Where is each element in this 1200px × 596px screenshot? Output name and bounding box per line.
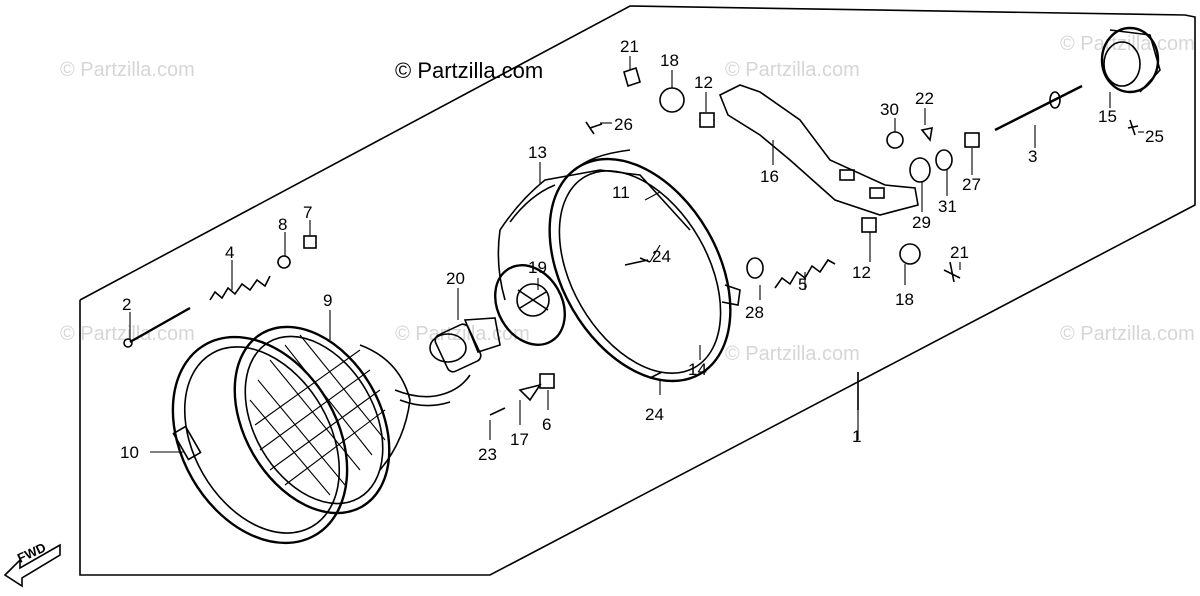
- part-label: 18: [660, 51, 679, 70]
- adjust-spring: [209, 275, 271, 301]
- part-label: 3: [1028, 147, 1037, 166]
- headlight-bracket: [718, 84, 919, 216]
- headlight-case: [497, 169, 691, 301]
- part-label: 22: [915, 89, 934, 108]
- assembly-outline: [79, 5, 1196, 576]
- part-label: 23: [478, 445, 497, 464]
- watermark: © Partzilla.com: [725, 343, 860, 365]
- part-label: 1: [852, 427, 861, 446]
- part-label: 24: [645, 405, 664, 424]
- watermark: © Partzilla.com: [1060, 33, 1195, 55]
- part-label: 10: [120, 443, 139, 462]
- part-label: 16: [760, 167, 779, 186]
- part-label: 11: [612, 183, 630, 202]
- wiring-harness: [399, 399, 451, 407]
- part-label: 12: [694, 73, 713, 92]
- part-label: 31: [938, 197, 957, 216]
- copyright-text: © Partzilla.com: [395, 58, 543, 83]
- nut-7: [303, 235, 317, 249]
- headlight-case-body: [548, 149, 741, 383]
- watermark: © Partzilla.com: [725, 59, 860, 81]
- part-label: 29: [912, 213, 931, 232]
- part-label: 28: [745, 303, 764, 322]
- leader-lines: [129, 56, 1144, 453]
- washer-8: [277, 255, 291, 269]
- part-numbers: 1 2 3 4 5 6 7 8 9 10 11 12 12 13 14 15 1…: [120, 37, 1164, 464]
- part-label: 17: [510, 430, 529, 449]
- part-label: 26: [614, 115, 633, 134]
- watermarks: © Partzilla.com © Partzilla.com © Partzi…: [60, 33, 1195, 365]
- part-label: 8: [278, 215, 287, 234]
- part-label: 2: [122, 295, 131, 314]
- part-label: 12: [852, 263, 871, 282]
- part-label: 13: [528, 143, 547, 162]
- bulb: [429, 317, 501, 373]
- adjuster-knob: [1100, 26, 1161, 94]
- watermark: © Partzilla.com: [395, 323, 530, 345]
- watermark: © Partzilla.com: [60, 323, 195, 345]
- forward-arrow: FWD: [3, 540, 61, 588]
- part-label: 25: [1145, 127, 1164, 146]
- part-label: 24: [652, 247, 671, 266]
- adjust-screw: [123, 306, 191, 348]
- part-label: 18: [895, 290, 914, 309]
- part-label: 30: [880, 100, 899, 119]
- watermark: © Partzilla.com: [60, 59, 195, 81]
- watermark: © Partzilla.com: [1060, 323, 1195, 345]
- adjuster-rod: [994, 84, 1083, 132]
- sealed-beam-unit: [233, 325, 411, 515]
- part-label: 21: [620, 37, 639, 56]
- part-label: 15: [1098, 107, 1117, 126]
- socket: [494, 264, 566, 346]
- part-label: 14: [688, 360, 707, 379]
- washer-28: [746, 257, 764, 279]
- part-label: 20: [446, 269, 465, 288]
- part-label: 19: [528, 258, 547, 277]
- part-label: 9: [323, 291, 332, 310]
- part-label: 21: [950, 243, 969, 262]
- part-label: 27: [962, 175, 981, 194]
- part-label: 5: [798, 275, 807, 294]
- part-label: 4: [225, 243, 234, 262]
- part-label: 7: [303, 203, 312, 222]
- wiring-harness: [394, 374, 471, 398]
- part-label: 6: [542, 415, 551, 434]
